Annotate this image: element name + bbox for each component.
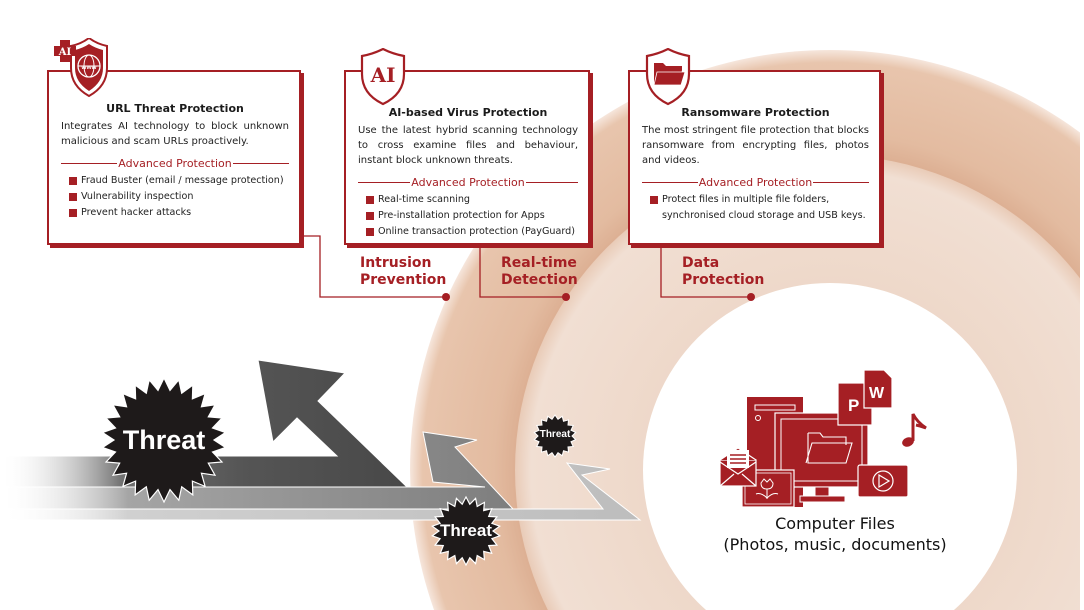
computer-files-caption: Computer Files (Photos, music, documents… — [723, 514, 947, 554]
feature-item: Vulnerability inspection — [69, 189, 289, 205]
feature-list: Real-time scanning Pre-installation prot… — [358, 192, 578, 240]
email-envelope-icon — [719, 447, 757, 487]
feature-item: Pre-installation protection for Apps — [366, 208, 578, 224]
connector-dot-data — [747, 293, 755, 301]
threat-badge-medium — [431, 495, 501, 567]
card-title: Ransomware Protection — [681, 106, 830, 119]
svg-text:AI: AI — [370, 63, 396, 87]
svg-text:P: P — [848, 396, 859, 415]
card-description: The most stringent file protection that … — [642, 125, 869, 166]
feature-item: Protect files in multiple file folders, … — [650, 192, 869, 224]
threat-label-small: Threat — [539, 429, 571, 440]
feature-list: Protect files in multiple file folders, … — [642, 192, 869, 224]
folder-icon — [805, 432, 853, 464]
medium-threat-arrow — [0, 431, 515, 510]
ai-www-shield-icon: www AI — [54, 38, 108, 98]
video-file-icon — [857, 464, 909, 498]
threat-label-medium: Threat — [440, 521, 492, 540]
word-document-icon: W — [863, 369, 893, 409]
svg-text:W: W — [869, 385, 885, 402]
feature-list: Fraud Buster (email / message protection… — [61, 173, 289, 221]
svg-text:AI: AI — [58, 47, 72, 58]
feature-item: Online transaction protection (PayGuard) — [366, 224, 578, 240]
folder-shield-icon — [645, 48, 691, 106]
advanced-protection-heading: Advanced Protection — [358, 176, 579, 189]
light-threat-arrow — [0, 462, 642, 521]
ai-shield-icon: AI — [360, 48, 406, 106]
card-title: URL Threat Protection — [106, 102, 244, 115]
feature-item: Real-time scanning — [366, 192, 578, 208]
threat-label-large: Threat — [122, 425, 206, 455]
computer-files-illustration: P W — [719, 369, 927, 508]
advanced-protection-heading: Advanced Protection — [61, 157, 290, 170]
music-note-icon — [902, 413, 927, 447]
feature-item: Prevent hacker attacks — [69, 205, 289, 221]
advanced-protection-heading: Advanced Protection — [642, 176, 870, 189]
layer-connectors — [301, 235, 751, 298]
connector-dot-realtime — [562, 293, 570, 301]
url-threat-protection-card: URL Threat Protection Integrates AI tech… — [47, 70, 301, 245]
card-title: AI-based Virus Protection — [388, 106, 548, 119]
feature-item: Fraud Buster (email / message protection… — [69, 173, 289, 189]
threat-badge-small — [533, 414, 577, 458]
card-description: Use the latest hybrid scanning technolog… — [358, 125, 578, 166]
card-description: Integrates AI technology to block unknow… — [61, 121, 289, 147]
dark-threat-arrow — [0, 359, 409, 488]
connector-dot-intrusion — [442, 293, 450, 301]
svg-text:www: www — [80, 64, 97, 71]
threat-badge-large — [101, 376, 227, 504]
